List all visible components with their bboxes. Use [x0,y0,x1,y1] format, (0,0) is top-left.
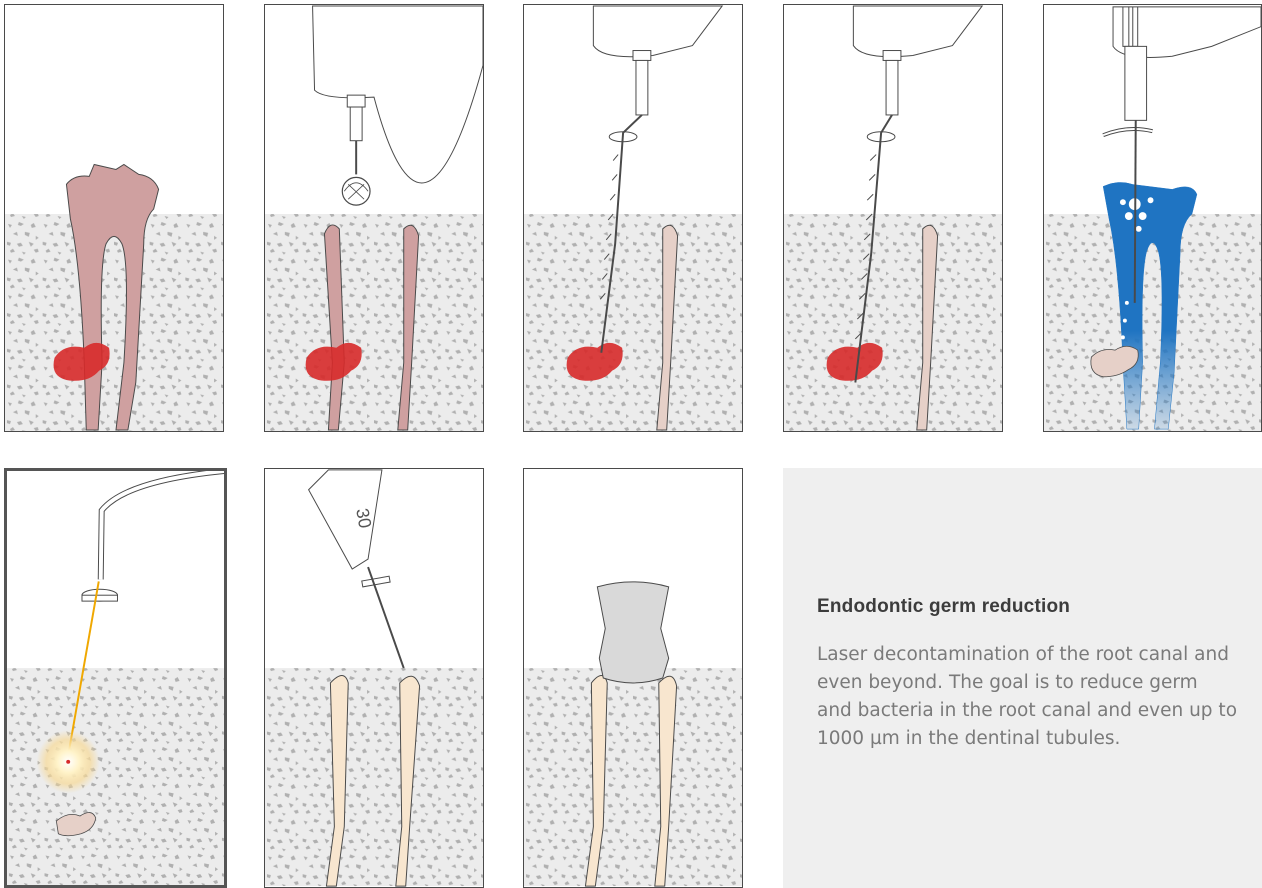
tooth-inflamed-pulp-icon [5,5,223,431]
tooth-icon [5,214,223,431]
step-7-panel: 30 [264,468,484,888]
tooth-icon [1044,214,1261,431]
step-3-panel [523,4,743,432]
step-4-panel [783,4,1003,432]
endo-file-icon [784,5,1002,431]
bur-handpiece-icon [265,5,483,431]
step-2-panel [264,4,484,432]
tooth-icon [524,668,742,886]
restored-tooth-icon [524,469,742,887]
step-6-panel [4,468,227,888]
info-body: Laser decontamination of the root canal … [817,641,1237,753]
tooth-icon [7,668,224,885]
syringe-icon: 30 [265,469,483,887]
info-title: Endodontic germ reduction [817,596,1070,618]
endo-file-icon [524,5,742,431]
tooth-icon [265,668,483,886]
irrigation-needle-icon [1044,5,1261,431]
tooth-icon [784,214,1002,431]
info-box: Endodontic germ reduction Laser decontam… [783,468,1262,888]
step-1-panel [4,4,224,432]
tooth-icon [265,214,483,431]
tooth-icon [524,214,742,431]
step-5-panel [1043,4,1262,432]
syringe-size-label: 30 [352,507,375,530]
step-8-panel [523,468,743,888]
laser-fiber-icon [7,471,224,885]
